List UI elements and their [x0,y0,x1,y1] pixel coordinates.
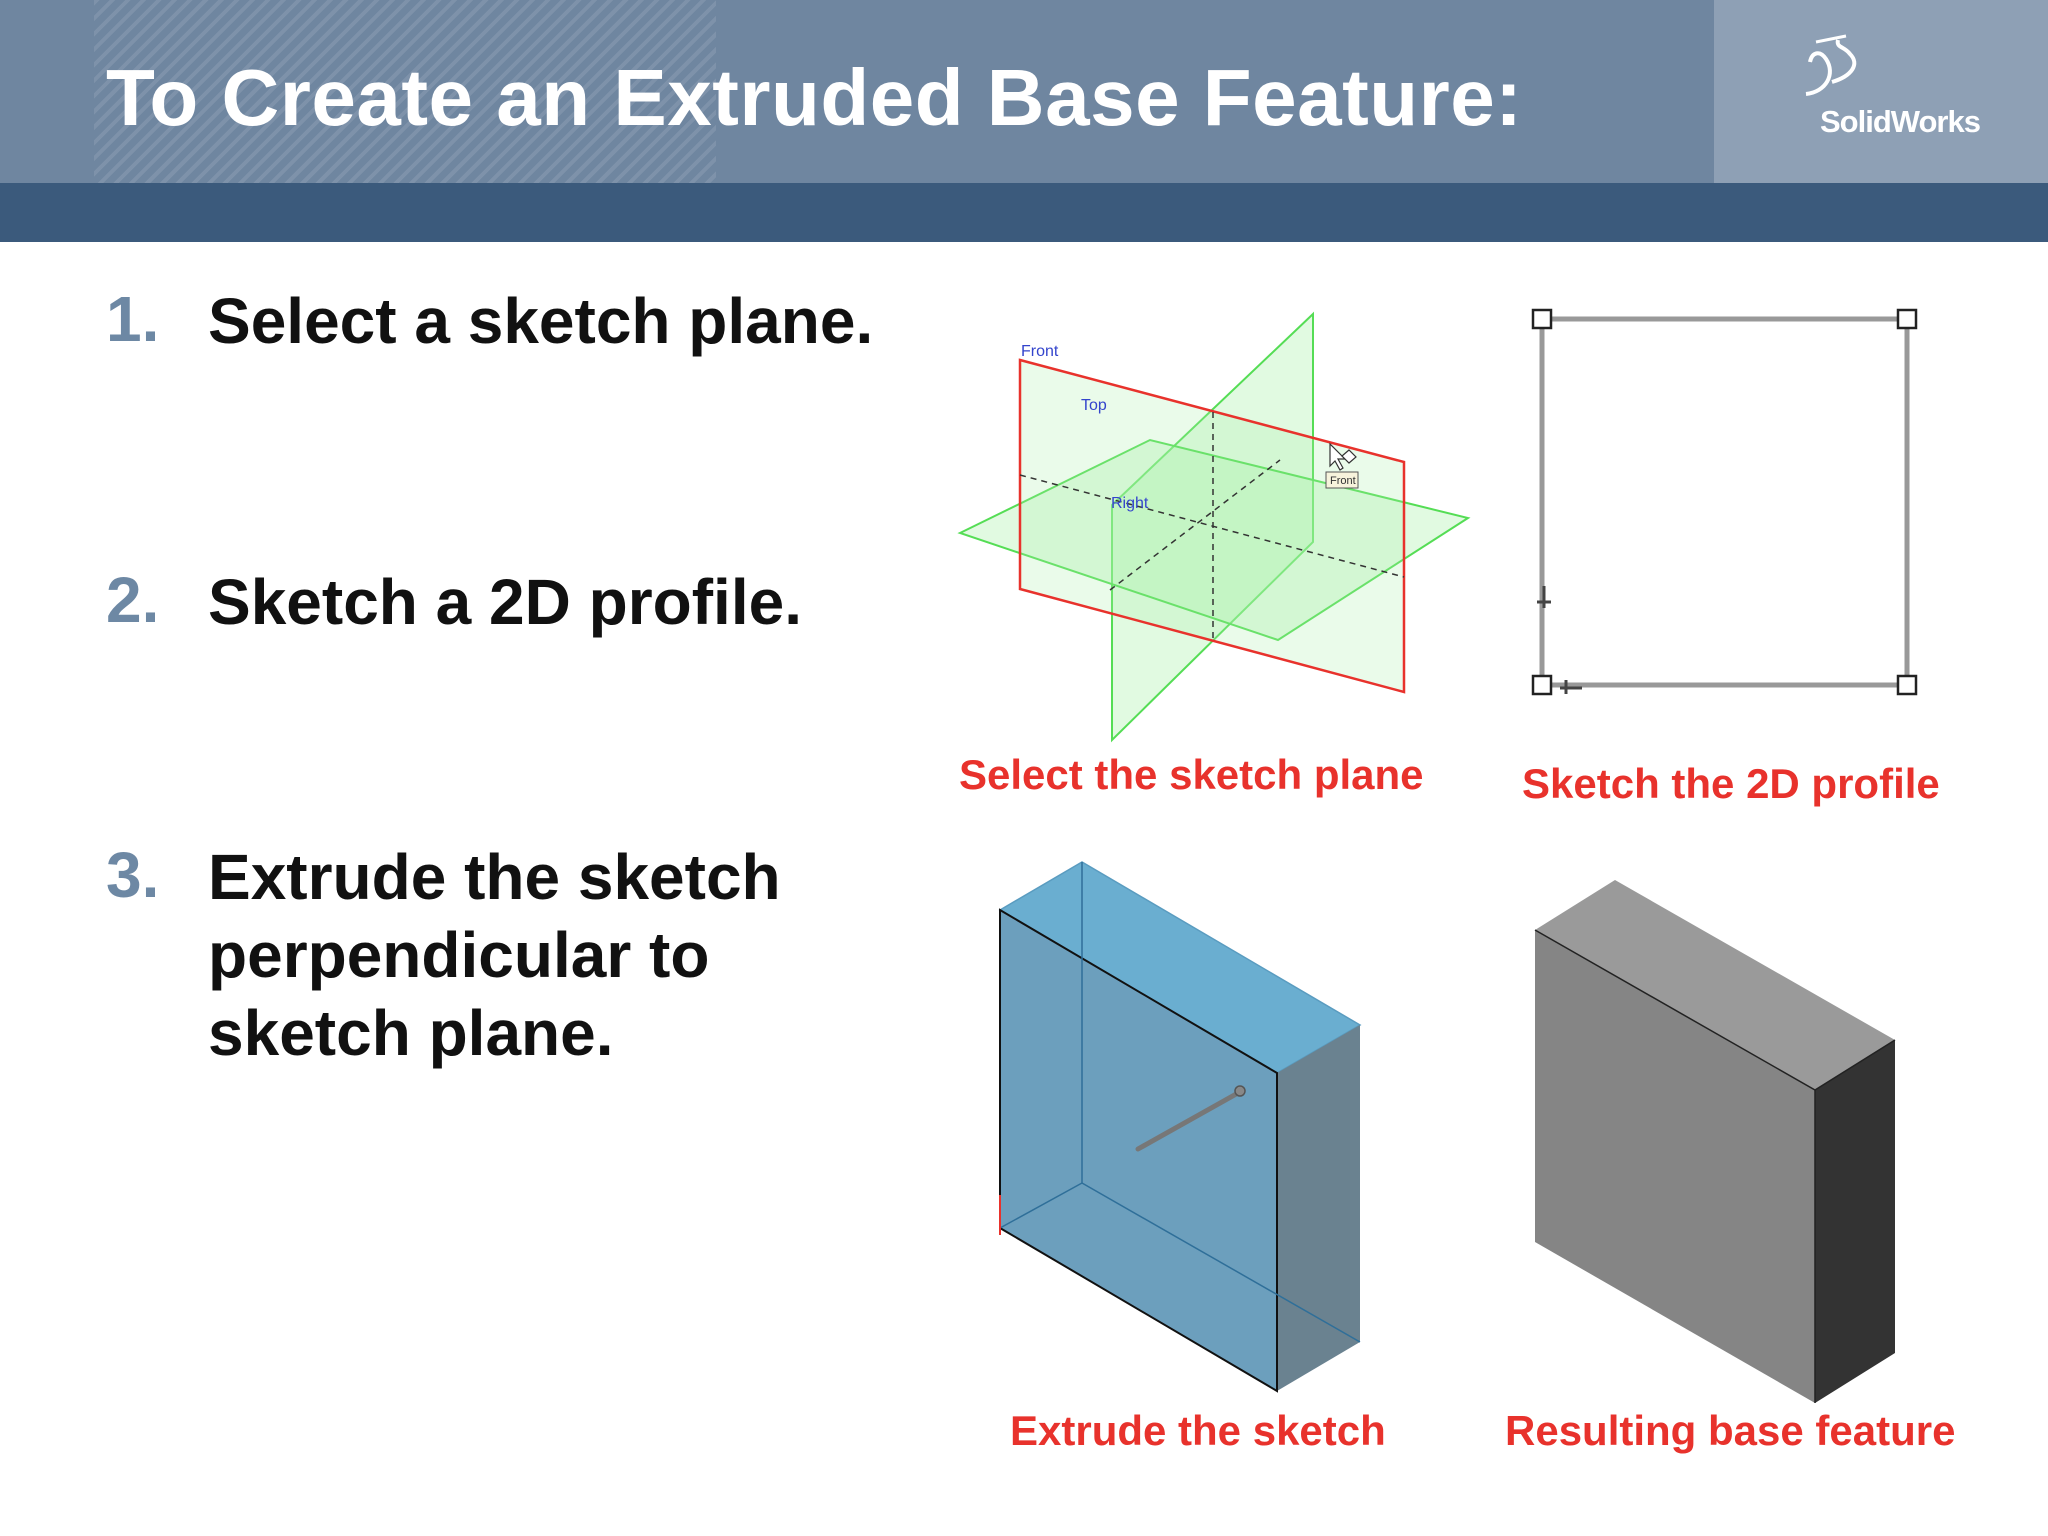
step-number: 1. [106,283,160,355]
block-side-face [1815,1040,1895,1403]
corner-point [1896,308,1918,330]
header-stripes [94,0,716,183]
cursor-icon [1329,442,1357,471]
step-text-line: sketch plane. [208,997,614,1069]
plane-tooltip: Front [1330,475,1356,487]
step-number: 3. [106,839,160,911]
extrude-direction-arrow [1135,1090,1241,1152]
caption-result: Resulting base feature [1505,1407,1956,1454]
corner-point [1531,308,1553,330]
caption-select-plane: Select the sketch plane [959,751,1424,798]
logo-panel [1714,0,2048,183]
corner-point [1531,674,1553,696]
front-plane-label: Front [1021,343,1059,360]
slide-header: To Create an Extruded Base Feature: Soli… [0,0,2048,242]
step-text-line: Extrude the sketch [208,841,781,913]
step-text: Select a sketch plane. [208,285,874,357]
header-bar [0,183,2048,242]
profile-rectangle [1539,316,1910,688]
step-text: Sketch a 2D profile. [208,566,802,638]
top-plane-label: Top [1081,397,1107,414]
logo-wordmark: SolidWorks [1820,104,1981,139]
corner-point [1896,674,1918,696]
block-front-face [1535,930,1815,1403]
profile-sketch-figure [1531,308,1918,696]
sketch-planes-figure: Front Top Right Front [957,311,1471,743]
caption-sketch-profile: Sketch the 2D profile [1522,760,1940,807]
top-plane [957,438,1471,642]
extrude-side-face [1277,1025,1360,1391]
step-number: 2. [106,564,160,636]
header-band [0,0,2048,183]
caption-extrude: Extrude the sketch [1010,1407,1386,1454]
block-top-face [1535,880,1895,1090]
solidworks-logo-icon [1805,34,1857,96]
extrude-preview-figure [998,861,1362,1393]
step-text-line: perpendicular to [208,919,710,991]
right-plane-label: Right [1111,495,1149,512]
base-feature-figure [1534,880,1896,1403]
slide-title: To Create an Extruded Base Feature: [106,53,1523,142]
